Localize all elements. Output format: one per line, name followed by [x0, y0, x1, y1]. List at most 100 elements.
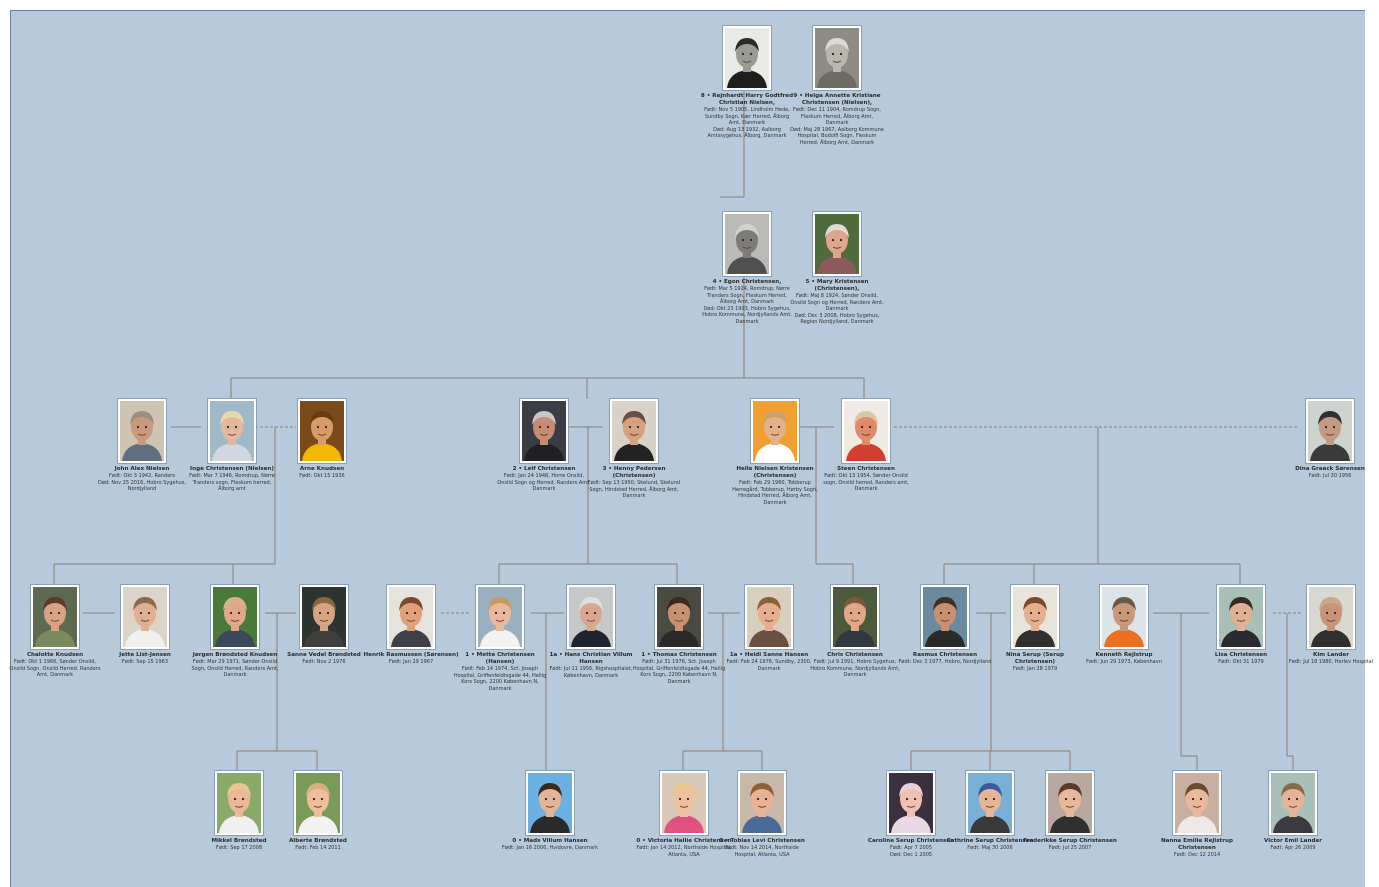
- person-name: Kenneth Rejlstrup: [1095, 652, 1153, 658]
- person-photo[interactable]: [738, 771, 786, 835]
- portrait-icon: [753, 401, 797, 461]
- person-photo[interactable]: [526, 771, 574, 835]
- person-photo[interactable]: [121, 585, 169, 649]
- person-photo[interactable]: [745, 585, 793, 649]
- person-photo[interactable]: [1307, 585, 1355, 649]
- person-photo[interactable]: [660, 771, 708, 835]
- person-photo[interactable]: [610, 399, 658, 463]
- person-details: Født: Jan 16 2006, Hvidovre, Danmark: [502, 845, 598, 851]
- person-photo[interactable]: [1011, 585, 1059, 649]
- person-name: 5 • Mary Kristensen (Christensen),: [805, 279, 869, 292]
- person-photo[interactable]: [655, 585, 703, 649]
- person-photo[interactable]: [887, 771, 935, 835]
- person-details: Født: Mar 7 1946, Romdrup, Nørre Trander…: [189, 473, 275, 493]
- person-photo[interactable]: [567, 585, 615, 649]
- person-name: Alberte Brøndsted: [289, 838, 347, 844]
- person-name: 0 • Victoria Hallie Christensen: [636, 838, 732, 844]
- person-photo[interactable]: [1306, 399, 1354, 463]
- person-photo[interactable]: [215, 771, 263, 835]
- person-photo[interactable]: [208, 399, 256, 463]
- person-name: 0 • Tobias Levi Christensen: [719, 838, 805, 844]
- person-details: Født: Nov 5 1905, Lindholm Hede, Sundby …: [704, 107, 790, 140]
- person-card[interactable]: 4 • Egon Christensen,Født: Mar 5 1924, R…: [699, 212, 795, 326]
- person-card[interactable]: 3 • Henny Pedersen (Christensen)Født: Se…: [586, 399, 682, 500]
- person-photo[interactable]: [31, 585, 79, 649]
- person-card[interactable]: Helle Nielsen Kristensen (Christensen)Fø…: [727, 399, 823, 506]
- person-name: Mikkel Brøndsted: [211, 838, 267, 844]
- portrait-icon: [1013, 587, 1057, 647]
- person-photo[interactable]: [211, 585, 259, 649]
- person-photo[interactable]: [1269, 771, 1317, 835]
- person-photo[interactable]: [387, 585, 435, 649]
- person-details: Født: Sep 17 2008: [215, 845, 263, 851]
- person-photo[interactable]: [966, 771, 1014, 835]
- person-photo[interactable]: [723, 212, 771, 276]
- person-card[interactable]: Nina Serup (Serup Christensen)Født: Jan …: [987, 585, 1083, 673]
- person-photo[interactable]: [751, 399, 799, 463]
- person-name: Victor Emil Lander: [1264, 838, 1322, 844]
- person-photo[interactable]: [520, 399, 568, 463]
- person-photo[interactable]: [298, 399, 346, 463]
- person-details: Født: Jun 29 1973, København: [1086, 659, 1162, 665]
- person-name: Inge Christensen (Nielsen): [190, 466, 274, 472]
- person-photo[interactable]: [294, 771, 342, 835]
- person-photo[interactable]: [1046, 771, 1094, 835]
- person-photo[interactable]: [813, 26, 861, 90]
- person-name: Arne Knudsen: [299, 466, 345, 472]
- person-details: Født: Mar 29 1971, Sønder Onsild Sogn, O…: [191, 659, 279, 679]
- person-photo[interactable]: [118, 399, 166, 463]
- person-name: Jette List-Jensen: [119, 652, 171, 658]
- person-card[interactable]: 8 • Rejnhardt Harry Godtfred Christian N…: [699, 26, 795, 140]
- person-photo[interactable]: [921, 585, 969, 649]
- person-card[interactable]: 1 • Mette Christensen (Hansen)Født: Feb …: [452, 585, 548, 692]
- person-details: Født: Dec 11 1904, Romdrup Sogn, Fleskum…: [790, 107, 884, 146]
- person-card[interactable]: Inge Christensen (Nielsen)Født: Mar 7 19…: [184, 399, 280, 493]
- person-photo[interactable]: [831, 585, 879, 649]
- person-photo[interactable]: [1217, 585, 1265, 649]
- person-card[interactable]: 9 • Helga Annette Kristiane Christensen …: [789, 26, 885, 147]
- person-card[interactable]: Henrik Rasmussen (Sørensen)Født: Jan 29 …: [363, 585, 459, 666]
- person-name: Steen Christensen: [837, 466, 895, 472]
- person-photo[interactable]: [813, 212, 861, 276]
- person-photo[interactable]: [723, 26, 771, 90]
- person-photo[interactable]: [300, 585, 348, 649]
- person-photo[interactable]: [1173, 771, 1221, 835]
- person-details: Født: Feb 14 2011: [295, 845, 341, 851]
- portrait-icon: [740, 773, 784, 833]
- person-photo[interactable]: [1100, 585, 1148, 649]
- person-photo[interactable]: [842, 399, 890, 463]
- person-card[interactable]: 5 • Mary Kristensen (Christensen),Født: …: [789, 212, 885, 326]
- person-details: Født: Jul 18 1980, Herlev Hospital: [1288, 659, 1374, 665]
- person-details: Født: Mar 5 1924, Romdrup, Nørre Trander…: [702, 286, 792, 325]
- portrait-icon: [123, 587, 167, 647]
- person-photo[interactable]: [476, 585, 524, 649]
